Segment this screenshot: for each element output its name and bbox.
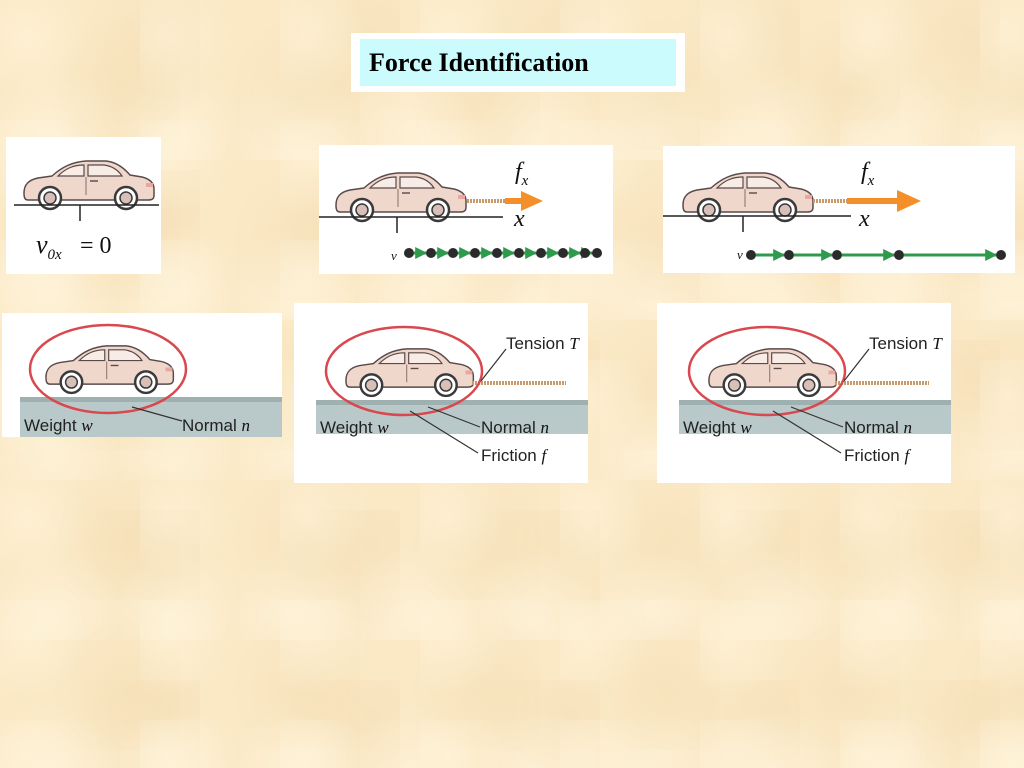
x-axis-label: x	[513, 206, 525, 232]
v0x-label: v0x	[36, 230, 62, 263]
rest-motion-diagram: v0x = 0	[14, 159, 159, 263]
panel-constant-motion: fx x v	[319, 145, 613, 274]
normal-label: Normal n	[844, 418, 912, 437]
accelerating-forces-diagram: Tension T Weight w Normal n Friction f	[679, 325, 951, 465]
position-dot	[536, 248, 546, 258]
force-arrow-head	[521, 191, 543, 211]
velocity-label: v	[737, 247, 743, 262]
position-dot	[492, 248, 502, 258]
force-arrow-head	[897, 190, 921, 212]
car-image	[681, 171, 815, 223]
motion-dots	[404, 247, 602, 259]
page-title: Force Identification	[360, 39, 676, 86]
normal-leader	[427, 406, 481, 428]
panel-accelerating-motion: fx x v	[663, 146, 1015, 273]
position-dot	[746, 250, 756, 260]
friction-leader	[772, 410, 842, 454]
weight-label: Weight w	[320, 418, 389, 437]
weight-label: Weight w	[24, 416, 93, 435]
car-image	[44, 344, 175, 395]
tension-label: Tension T	[869, 334, 943, 353]
position-dot	[426, 248, 436, 258]
panel-rest-motion: v0x = 0	[6, 137, 161, 274]
system-ellipse	[687, 325, 847, 417]
position-dot	[404, 248, 414, 258]
normal-leader	[131, 406, 183, 422]
car-image	[707, 347, 838, 398]
force-label: fx	[861, 159, 875, 189]
position-dot	[470, 248, 480, 258]
weight-label: Weight w	[683, 418, 752, 437]
system-ellipse	[28, 323, 188, 415]
position-dot	[514, 248, 524, 258]
position-dot	[784, 250, 794, 260]
friction-label: Friction f	[481, 446, 548, 465]
car-image	[334, 171, 468, 223]
position-dot	[894, 250, 904, 260]
position-dot	[580, 248, 590, 258]
panel-accelerating-forces: Tension T Weight w Normal n Friction f	[657, 303, 951, 483]
title-box: Force Identification	[351, 33, 685, 92]
panel-rest-forces: Weight w Normal n	[2, 313, 282, 437]
position-dot	[996, 250, 1006, 260]
position-dot	[592, 248, 602, 258]
constant-motion-diagram: fx x v	[319, 159, 602, 263]
tension-label: Tension T	[506, 334, 580, 353]
car-image	[22, 159, 156, 211]
velocity-label: v	[391, 248, 397, 263]
tension-leader	[480, 348, 507, 382]
x-axis-label: x	[858, 206, 870, 232]
ground-surface	[20, 397, 282, 437]
position-dot	[558, 248, 568, 258]
panel-constant-forces: Tension T Weight w Normal n Friction f	[294, 303, 588, 483]
normal-leader	[790, 406, 844, 428]
tension-leader	[843, 348, 870, 382]
normal-label: Normal n	[182, 416, 250, 435]
friction-label: Friction f	[844, 446, 911, 465]
force-label: fx	[515, 159, 529, 189]
rest-forces-diagram: Weight w Normal n	[20, 323, 282, 437]
car-image	[344, 347, 475, 398]
motion-dots	[746, 249, 1006, 261]
v0x-equals: = 0	[80, 233, 112, 259]
position-dot	[832, 250, 842, 260]
accelerating-motion-diagram: fx x v	[663, 159, 1006, 262]
constant-forces-diagram: Tension T Weight w Normal n Friction f	[316, 325, 588, 465]
normal-label: Normal n	[481, 418, 549, 437]
position-dot	[448, 248, 458, 258]
friction-leader	[409, 410, 479, 454]
system-ellipse	[324, 325, 484, 417]
